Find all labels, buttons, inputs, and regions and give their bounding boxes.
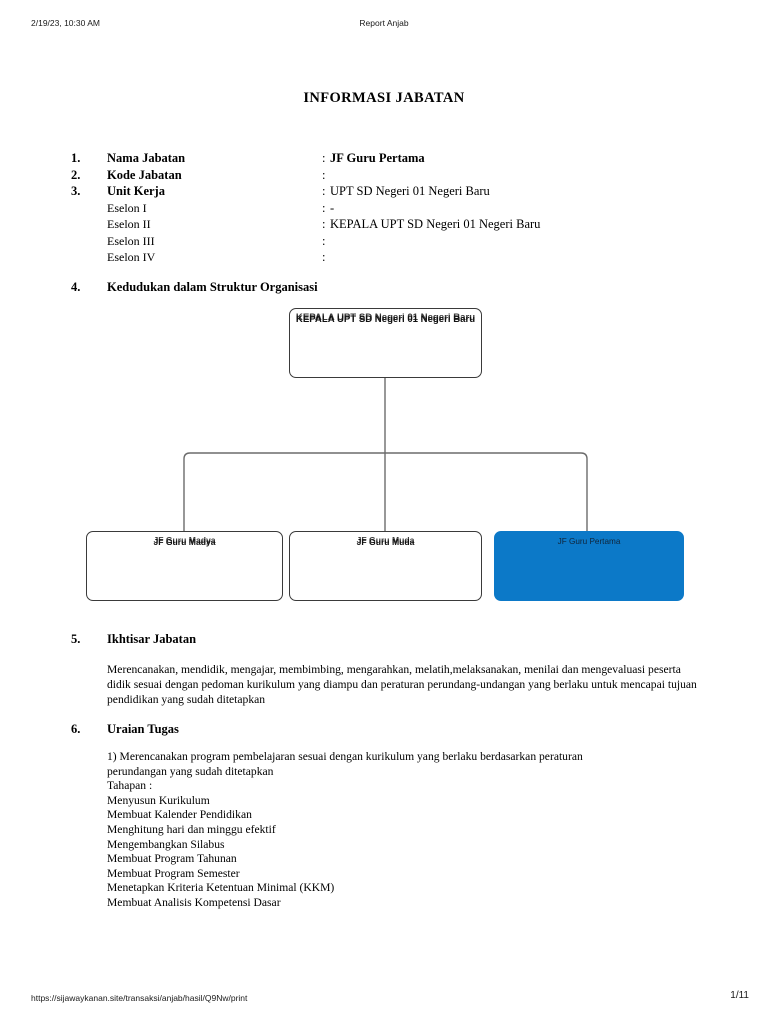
stage-item: Menyusun Kurikulum [107, 793, 210, 807]
info-row-number: 2. [71, 167, 81, 182]
info-row-separator: : [322, 217, 326, 231]
stage-item: Menghitung hari dan minggu efektif [107, 822, 276, 836]
org-node-root[interactable]: KEPALA UPT SD Negeri 01 Negeri Baru KEPA… [289, 308, 482, 378]
info-row-separator: : [322, 200, 326, 215]
section-number: 6. [71, 722, 81, 736]
job-info-list: 1. Nama Jabatan : JF Guru Pertama 2. Kod… [0, 151, 768, 267]
info-row-label: Eselon II [107, 217, 151, 231]
section-heading-kedudukan: 4. Kedudukan dalam Struktur Organisasi [0, 280, 768, 297]
info-row-number: 3. [71, 184, 81, 198]
print-footer: https://sijawaykanan.site/transaksi/anja… [0, 990, 768, 1007]
print-header-date: 2/19/23, 10:30 AM [31, 18, 100, 28]
stage-item: Menetapkan Kriteria Ketentuan Minimal (K… [107, 881, 335, 895]
print-footer-url: https://sijawaykanan.site/transaksi/anja… [31, 993, 248, 1003]
info-row-label: Eselon III [107, 233, 155, 248]
info-row-nama-jabatan: 1. Nama Jabatan : JF Guru Pertama [0, 151, 768, 168]
org-node-jf-guru-muda[interactable]: JF Guru Muda JF Guru Muda [289, 531, 482, 601]
info-row-eselon-ii: Eselon II : KEPALA UPT SD Negeri 01 Nege… [0, 217, 768, 234]
section-number: 5. [71, 632, 81, 646]
info-row-eselon-iii: Eselon III : [0, 234, 768, 251]
section-title: Uraian Tugas [107, 722, 179, 736]
task-line-1: 1) Merencanakan program pembelajaran ses… [107, 750, 583, 763]
info-row-value: KEPALA UPT SD Negeri 01 Negeri Baru [330, 217, 541, 231]
section-heading-uraian-tugas: 6. Uraian Tugas [0, 722, 768, 739]
print-footer-page-number: 1/11 [730, 990, 749, 1001]
org-node-label: JF Guru Muda [356, 537, 415, 547]
stage-item: Mengembangkan Silabus [107, 837, 225, 851]
info-row-separator: : [322, 184, 326, 198]
info-row-value: - [330, 200, 335, 215]
section-heading-ikhtisar: 5. Ikhtisar Jabatan [0, 632, 768, 649]
info-row-label: Nama Jabatan [107, 151, 186, 165]
org-node-jf-guru-madya[interactable]: JF Guru Madya JF Guru Madya [86, 531, 283, 601]
info-row-separator: : [322, 250, 326, 264]
org-node-label-ghost: KEPALA UPT SD Negeri 01 Negeri Baru [295, 312, 476, 323]
stage-item: Membuat Program Tahunan [107, 852, 237, 866]
uraian-tugas-content: 1) Merencanakan program pembelajaran ses… [107, 750, 707, 911]
info-row-label: Kode Jabatan [107, 167, 182, 182]
info-row-separator: : [322, 233, 326, 248]
info-row-value: UPT SD Negeri 01 Negeri Baru [330, 184, 490, 198]
info-row-unit-kerja: 3. Unit Kerja : UPT SD Negeri 01 Negeri … [0, 184, 768, 201]
ikhtisar-paragraph: Merencanakan, mendidik, mengajar, membim… [107, 663, 697, 707]
org-node-label-ghost: JF Guru Madya [153, 535, 216, 545]
info-row-separator: : [322, 151, 326, 165]
info-row-separator: : [322, 167, 326, 182]
stage-item: Membuat Kalender Pendidikan [107, 808, 252, 822]
task-line-2: perundangan yang sudah ditetapkan [107, 764, 274, 778]
info-row-eselon-iv: Eselon IV : [0, 250, 768, 267]
info-row-label: Eselon I [107, 200, 147, 215]
section-title: Kedudukan dalam Struktur Organisasi [107, 280, 318, 294]
info-row-label: Unit Kerja [107, 184, 165, 198]
section-title: Ikhtisar Jabatan [107, 632, 197, 646]
stage-item: Membuat Analisis Kompetensi Dasar [107, 895, 281, 909]
org-node-label-ghost: JF Guru Muda [356, 535, 415, 545]
stage-item: Membuat Program Semester [107, 866, 240, 880]
stages-label: Tahapan : [107, 779, 153, 793]
org-node-label: JF Guru Madya [153, 537, 216, 547]
info-row-label: Eselon IV [107, 250, 156, 264]
info-row-kode-jabatan: 2. Kode Jabatan : [0, 168, 768, 185]
info-row-number: 1. [71, 151, 81, 165]
org-node-label: JF Guru Pertama [557, 537, 621, 546]
page-title: INFORMASI JABATAN [303, 90, 465, 106]
org-node-jf-guru-pertama[interactable]: JF Guru Pertama [494, 531, 684, 601]
section-number: 4. [71, 280, 81, 294]
info-row-value: JF Guru Pertama [330, 151, 425, 165]
print-header-title: Report Anjab [359, 18, 409, 28]
print-header: 2/19/23, 10:30 AM Report Anjab [0, 18, 768, 32]
org-node-label: KEPALA UPT SD Negeri 01 Negeri Baru [295, 314, 476, 325]
info-row-eselon-i: Eselon I : - [0, 201, 768, 218]
